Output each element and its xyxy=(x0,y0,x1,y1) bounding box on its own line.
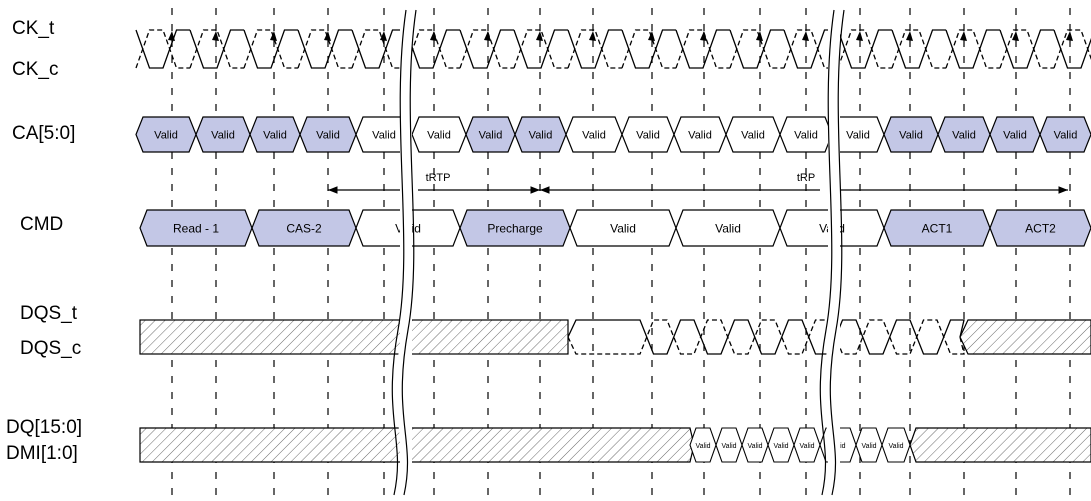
ca-cell-17 xyxy=(1039,116,1091,153)
signal-label-ck-t: CK_t xyxy=(12,18,55,39)
wave-true xyxy=(135,29,1091,69)
dq-cell-label-2: Valid xyxy=(747,443,762,450)
break-line-a-1 xyxy=(819,9,835,496)
clock-edge-marker-16 xyxy=(1012,31,1019,41)
ca-cell-label-4: Valid xyxy=(372,129,396,141)
cmd-cell-label-5: Valid xyxy=(715,221,741,235)
trp-label: tRP xyxy=(797,172,815,184)
dq-hatched-region-2 xyxy=(909,427,1091,463)
ca-cell-label-15: Valid xyxy=(952,129,976,141)
clock-edge-marker-13 xyxy=(856,31,863,41)
dq-cell-label-6: Valid xyxy=(861,443,876,450)
ca-cell-label-12: Valid xyxy=(794,129,818,141)
break-line-b-1 xyxy=(829,9,845,496)
clock-edge-marker-15 xyxy=(960,31,967,41)
cmd-cell-label-1: CAS-2 xyxy=(286,221,322,235)
dq-cell-label-3: Valid xyxy=(773,443,788,450)
clock-edge-marker-9 xyxy=(648,31,655,41)
ca-cell-label-5: Valid xyxy=(427,129,451,141)
dqs-hatched-region-1 xyxy=(139,319,569,355)
break-line-a-0 xyxy=(391,9,407,496)
clock-edge-marker-2 xyxy=(270,31,277,41)
cmd-bus-row: Read - 1CAS-2ValidPrechargeValidValidVal… xyxy=(139,209,1091,247)
signal-label-dqs-t: DQS_t xyxy=(20,303,78,324)
clock-edge-marker-7 xyxy=(536,31,543,41)
cmd-cell-label-3: Precharge xyxy=(487,221,543,235)
cmd-cell-label-4: Valid xyxy=(610,221,636,235)
cmd-cell-label-7: ACT1 xyxy=(922,221,953,235)
dq-cell-label-7: Valid xyxy=(888,443,903,450)
clock-edge-marker-6 xyxy=(484,31,491,41)
timing-annotations: tRTP tRP xyxy=(328,172,1068,194)
ca-cell-label-11: Valid xyxy=(741,129,765,141)
ca-cell-label-1: Valid xyxy=(211,129,235,141)
ca-cell-label-17: Valid xyxy=(1054,129,1078,141)
dq-cell-label-4: Valid xyxy=(799,443,814,450)
clock-edge-marker-5 xyxy=(430,31,437,41)
break-line-b-0 xyxy=(401,9,417,496)
dq-cell-label-0: Valid xyxy=(695,443,710,450)
ca-cell-label-13: Valid xyxy=(846,129,870,141)
clock-edge-marker-14 xyxy=(906,31,913,41)
ca-cell-label-8: Valid xyxy=(582,129,606,141)
ca-cell-label-0: Valid xyxy=(154,129,178,141)
cmd-cell-8 xyxy=(989,209,1091,247)
signal-label-dmi: DMI[1:0] xyxy=(6,443,78,464)
ca-cell-label-14: Valid xyxy=(899,129,923,141)
clock-edge-marker-4 xyxy=(380,31,387,41)
clock-gridlines xyxy=(171,8,1071,498)
dq-cell-label-1: Valid xyxy=(721,443,736,450)
ca-cell-label-10: Valid xyxy=(688,129,712,141)
ca-cell-label-3: Valid xyxy=(316,129,340,141)
dqs-true-wave xyxy=(567,319,965,355)
ca-cell-label-2: Valid xyxy=(263,129,287,141)
ca-cell-label-7: Valid xyxy=(529,129,553,141)
ca-cell-label-9: Valid xyxy=(636,129,660,141)
dqs-complement-wave xyxy=(567,319,965,355)
signal-label-ck-c: CK_c xyxy=(12,59,59,80)
ca-cell-label-6: Valid xyxy=(479,129,503,141)
clock-edge-marker-0 xyxy=(168,31,175,41)
ca-cell-label-16: Valid xyxy=(1003,129,1027,141)
clock-waveform xyxy=(135,29,1091,69)
trtp-label: tRTP xyxy=(426,172,451,184)
signal-label-dqs-c: DQS_c xyxy=(20,338,82,359)
clock-edge-marker-1 xyxy=(212,31,219,41)
signal-label-cmd: CMD xyxy=(20,214,64,235)
signal-label-ca: CA[5:0] xyxy=(12,123,76,144)
clock-edge-marker-8 xyxy=(589,31,596,41)
clock-edge-marker-11 xyxy=(756,31,763,41)
clock-edge-marker-10 xyxy=(700,31,707,41)
cmd-cell-label-0: Read - 1 xyxy=(173,221,219,235)
ca-bus-row: Valid Valid Valid Valid Valid Valid Valid Valid… xyxy=(135,116,1091,153)
dqs-hatched-region-2 xyxy=(959,319,1091,355)
clock-edge-marker-3 xyxy=(324,31,331,41)
cmd-cell-label-8: ACT2 xyxy=(1025,221,1056,235)
dq-hatched-region-1 xyxy=(139,427,695,463)
time-break-markers xyxy=(391,8,845,498)
clock-edge-marker-12 xyxy=(802,31,809,41)
dqs-waveform xyxy=(139,319,1091,355)
clock-edge-marker-17 xyxy=(1066,31,1073,41)
signal-label-dq: DQ[15:0] xyxy=(6,417,83,438)
